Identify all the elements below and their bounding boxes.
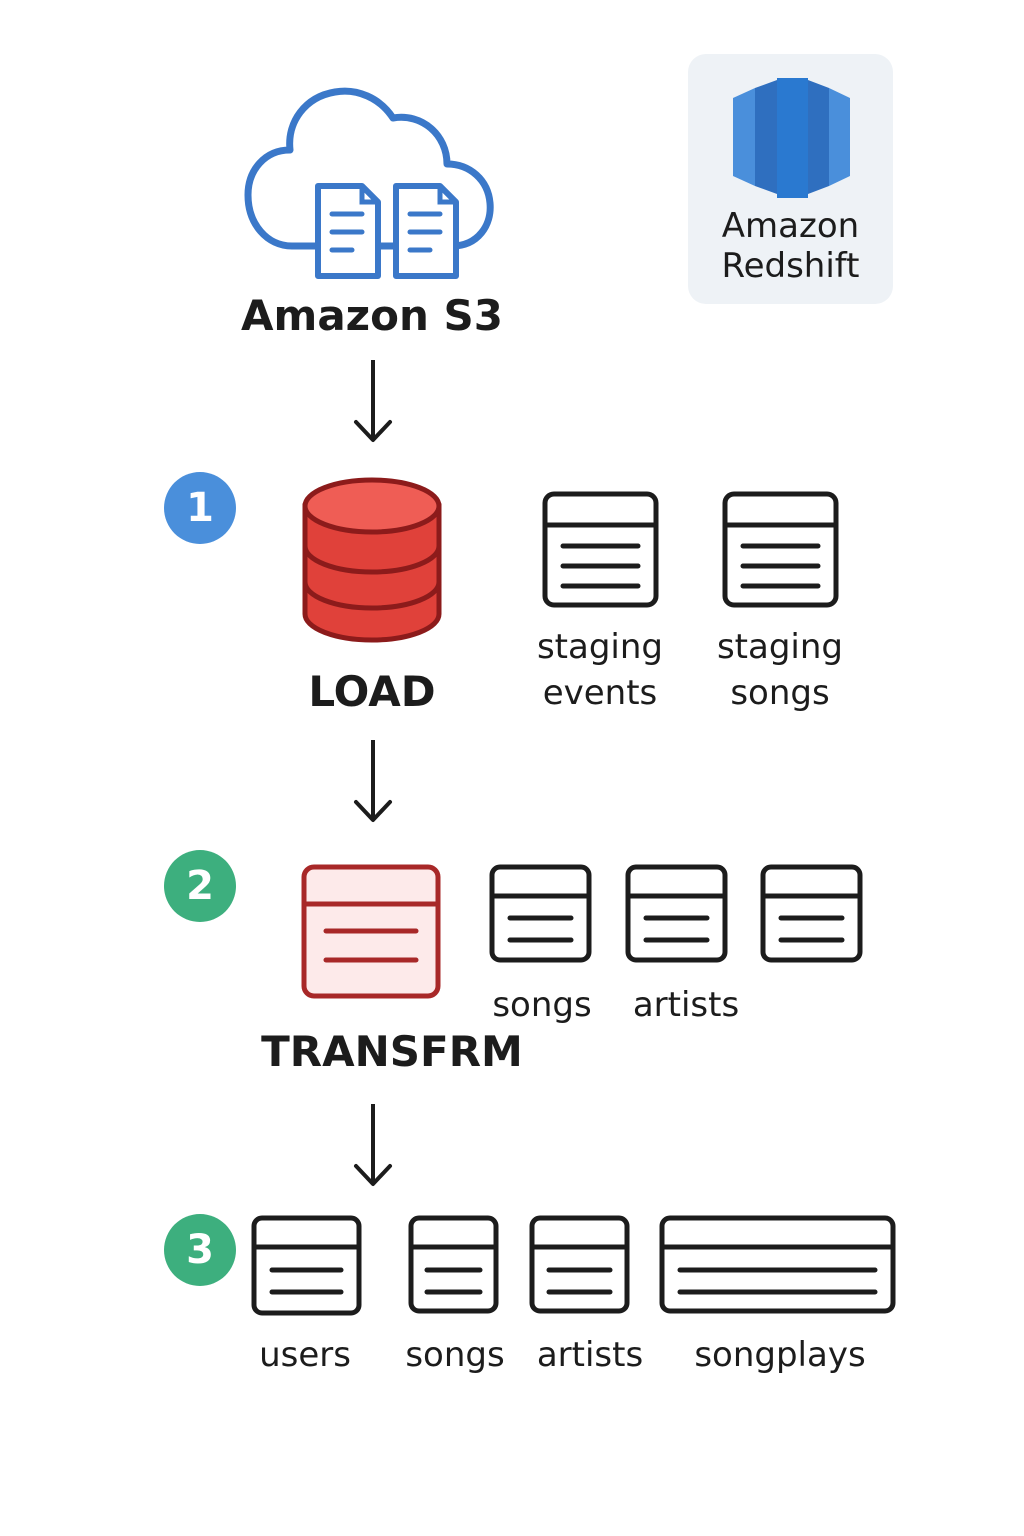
table-label-songs: songs	[492, 985, 592, 1025]
redshift-icon	[733, 78, 850, 198]
database-icon	[302, 477, 442, 643]
redshift-label: Amazon Redshift	[688, 206, 893, 286]
step-2-badge: 2	[164, 850, 236, 922]
flow-arrow	[354, 1104, 392, 1186]
table-icon	[529, 1215, 630, 1314]
s3-document-icon	[393, 183, 459, 279]
table-label-users: users	[259, 1335, 351, 1375]
table-label-artists: artists	[536, 1335, 644, 1375]
table-icon	[760, 864, 863, 963]
step-3-badge: 3	[164, 1214, 236, 1286]
transform-table-icon	[301, 864, 441, 999]
table-icon	[625, 864, 728, 963]
redshift-label-line2: Redshift	[721, 246, 860, 286]
s3-cloud-icon	[244, 87, 494, 279]
table-icon	[489, 864, 592, 963]
table-label-line1: staging	[536, 627, 664, 667]
redshift-label-line1: Amazon	[721, 206, 860, 246]
table-label-line1: staging	[716, 627, 844, 667]
table-icon	[408, 1215, 499, 1314]
table-label-line2: events	[542, 673, 658, 713]
flow-arrow	[354, 360, 392, 442]
table-label-songs: songs	[405, 1335, 505, 1375]
table-icon	[659, 1215, 896, 1314]
s3-label: Amazon S3	[241, 291, 503, 340]
step-1-badge: 1	[164, 472, 236, 544]
table-label-line2: songs	[730, 673, 830, 713]
load-label: LOAD	[308, 667, 436, 716]
table-icon	[251, 1215, 362, 1316]
transform-label: TRANSFRM	[261, 1027, 523, 1076]
table-icon	[542, 491, 659, 608]
s3-document-icon	[315, 183, 381, 279]
table-label-staging-events: staging events	[510, 624, 690, 716]
flow-arrow	[354, 740, 392, 822]
table-icon	[722, 491, 839, 608]
table-label-songplays: songplays	[694, 1335, 866, 1375]
table-label-artists: artists	[632, 985, 740, 1025]
table-label-staging-songs: staging songs	[690, 624, 870, 716]
